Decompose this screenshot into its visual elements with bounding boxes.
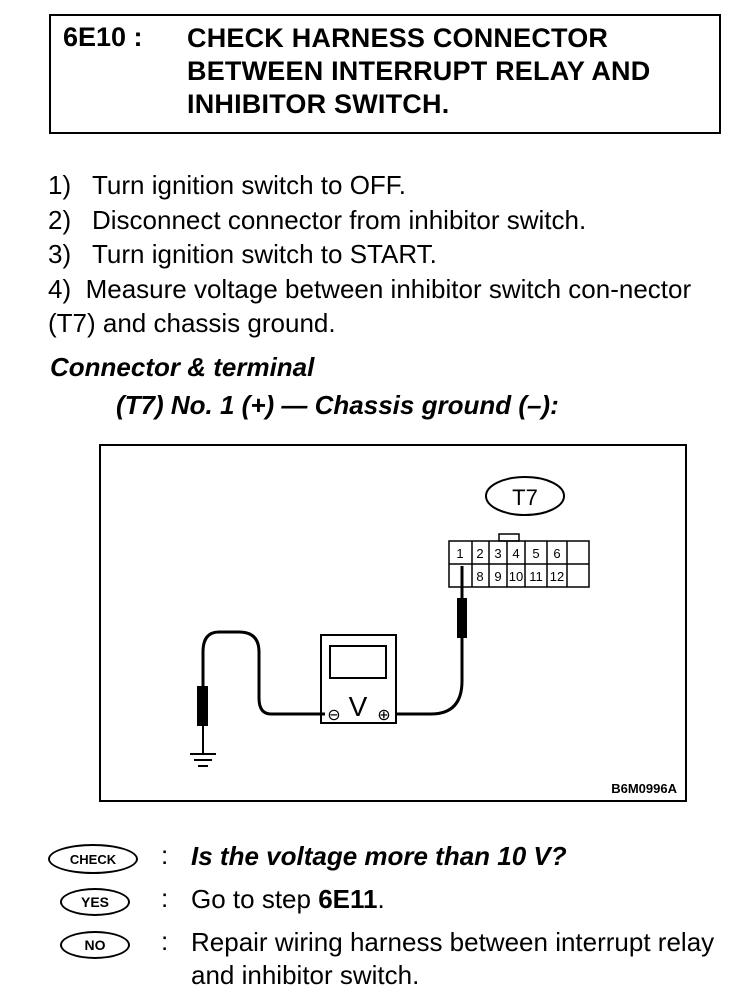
terminal-number: 11 xyxy=(529,569,543,584)
connector-terminal-numbers: 1 2 3 4 5 6 8 9 10 11 12 xyxy=(456,546,564,584)
connector-t7 xyxy=(448,533,590,588)
check-question: Is the voltage more than 10 V? xyxy=(191,841,567,871)
procedure-step: 1) Turn ignition switch to OFF. xyxy=(48,168,738,203)
procedure-step: 4) Measure voltage between inhibitor swi… xyxy=(48,272,738,341)
terminal-number: 4 xyxy=(512,546,519,561)
check-badge: CHECK xyxy=(48,844,138,874)
procedure-step-number: 2) xyxy=(48,204,72,235)
no-badge: NO xyxy=(60,931,130,959)
wiring-diagram-svg: T7 1 2 3 4 5 6 8 9 10 11 12 xyxy=(190,476,590,767)
procedure-step: 3) Turn ignition switch to START. xyxy=(48,237,738,272)
terminal-number: 2 xyxy=(476,546,483,561)
yes-answer: Go to step 6E11. xyxy=(191,883,741,916)
wiring-diagram: T7 1 2 3 4 5 6 8 9 10 11 12 xyxy=(99,444,687,802)
procedure-step-number: 1) xyxy=(48,170,72,200)
step-header-box: 6E10 : CHECK HARNESS CONNECTOR BETWEEN I… xyxy=(49,14,721,134)
plus-terminal-icon: ⊕ xyxy=(377,705,390,724)
figure-code: B6M0996A xyxy=(611,781,677,796)
connector-terminal-spec: (T7) No. 1 (+) — Chassis ground (–): xyxy=(116,390,559,420)
connector-label: T7 xyxy=(512,485,538,510)
no-answer: Repair wiring harness between interrupt … xyxy=(191,927,715,990)
connector-terminal-heading: Connector & terminal xyxy=(50,352,315,382)
yes-step-link: 6E11 xyxy=(318,884,378,914)
connector-label-ellipse xyxy=(485,476,565,516)
yes-answer-text: Go to step xyxy=(191,884,319,914)
yes-badge: YES xyxy=(60,888,130,916)
terminal-number: 9 xyxy=(494,569,501,584)
yes-answer-suffix: . xyxy=(377,884,385,914)
procedure-list: 1) Turn ignition switch to OFF. 2) Disconn… xyxy=(48,168,738,341)
voltmeter-symbol: V xyxy=(349,691,368,722)
terminal-number: 1 xyxy=(456,546,463,561)
separator: : xyxy=(161,883,169,913)
terminal-number: 8 xyxy=(476,569,483,584)
procedure-step-text: Disconnect connector from inhibitor swit… xyxy=(92,204,587,235)
step-title: CHECK HARNESS CONNECTOR BETWEEN INTERRUP… xyxy=(187,23,651,119)
procedure-step-number: 3) xyxy=(48,239,72,269)
procedure-step-text: Measure voltage between inhibitor switch… xyxy=(48,273,692,339)
procedure-step-text: Turn ignition switch to START. xyxy=(92,239,437,269)
separator: : xyxy=(161,840,169,870)
terminal-number: 3 xyxy=(494,546,501,561)
terminal-number: 5 xyxy=(532,546,539,561)
procedure-step-text: Turn ignition switch to OFF. xyxy=(92,170,407,200)
terminal-number: 10 xyxy=(509,569,523,584)
chassis-ground-icon xyxy=(190,753,216,767)
negative-probe xyxy=(197,630,325,754)
terminal-number: 6 xyxy=(553,546,560,561)
procedure-step: 2) Disconnect connector from inhibitor sw… xyxy=(48,203,738,238)
voltmeter: V ⊖ ⊕ xyxy=(320,634,397,724)
step-id: 6E10 : xyxy=(63,22,143,52)
separator: : xyxy=(161,926,169,956)
minus-terminal-icon: ⊖ xyxy=(327,705,340,724)
terminal-number: 12 xyxy=(550,569,564,584)
procedure-step-number: 4) xyxy=(48,273,72,304)
positive-probe xyxy=(389,566,467,716)
